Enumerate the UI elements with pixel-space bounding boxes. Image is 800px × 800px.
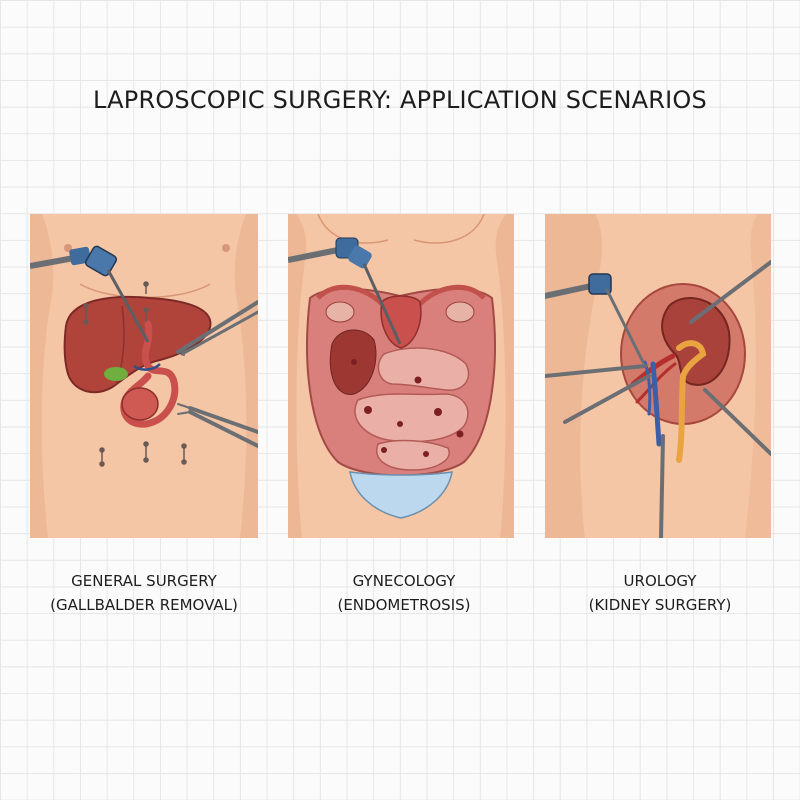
laparoscope-instrument (30, 245, 150, 343)
gallbladder-bile (104, 367, 128, 381)
uterus (380, 295, 422, 349)
caption-line2: (ENDOMETROSIS) (337, 596, 471, 614)
ureter (676, 340, 707, 463)
laparoscope-instrument (288, 237, 402, 345)
liver (63, 295, 212, 394)
panel-urology (545, 214, 771, 538)
grasper-instruments (545, 260, 771, 538)
nipple-right (222, 244, 230, 252)
underwear (349, 471, 453, 519)
nipple-left (64, 244, 72, 252)
grasper-instruments (176, 300, 258, 448)
caption-urology: UROLOGY (KIDNEY SURGERY) (530, 569, 790, 617)
caption-line1: GENERAL SURGERY (71, 572, 217, 590)
caption-line2: (GALLBALDER REMOVAL) (50, 596, 238, 614)
caption-gynecology: GYNECOLOGY (ENDOMETROSIS) (274, 569, 534, 617)
general-surgery-illustration (30, 214, 258, 538)
ovaries (316, 284, 486, 323)
caption-line2: (KIDNEY SURGERY) (588, 596, 732, 614)
urology-illustration (545, 214, 771, 538)
intestines (354, 347, 470, 471)
panel-gynecology (288, 214, 514, 538)
panel-general-surgery (30, 214, 258, 538)
caption-line1: GYNECOLOGY (352, 572, 456, 590)
caption-line1: UROLOGY (623, 572, 697, 590)
caption-general-surgery: GENERAL SURGERY (GALLBALDER REMOVAL) (14, 569, 274, 617)
page-title: LAPROSCOPIC SURGERY: APPLICATION SCENARI… (93, 86, 707, 114)
gynecology-illustration (288, 214, 514, 538)
endometriosis-lesions (351, 359, 464, 457)
